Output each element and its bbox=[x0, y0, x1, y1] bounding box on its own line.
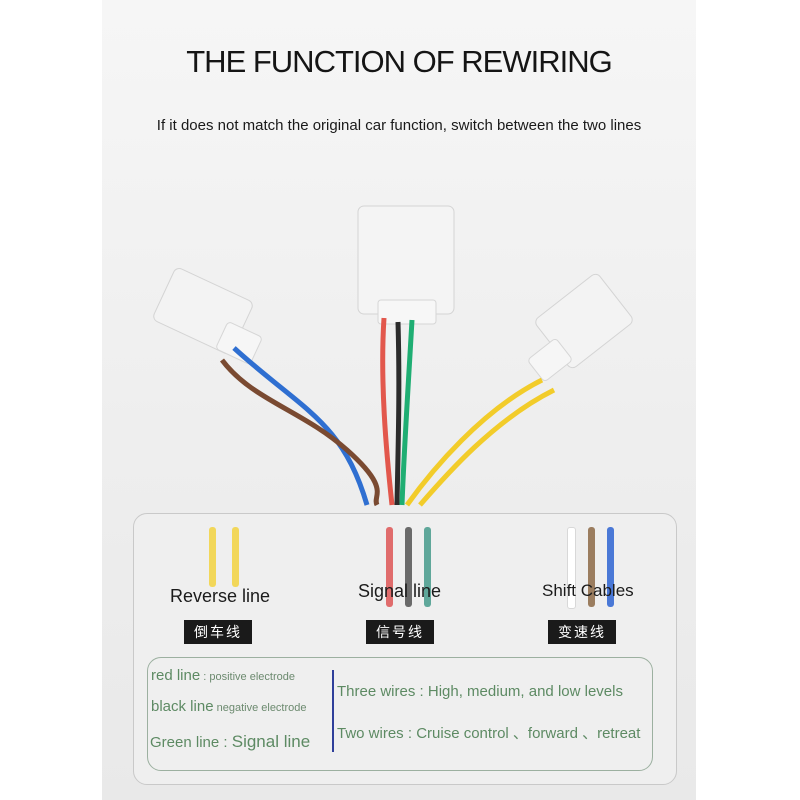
info-box bbox=[147, 657, 653, 771]
info-value: Signal line bbox=[231, 732, 311, 751]
signal-line-cn-tag: 信号线 bbox=[366, 620, 434, 644]
signal-line-swatch-green bbox=[424, 527, 431, 607]
reverse-line-label: Reverse line bbox=[170, 586, 271, 606]
info-key: Two wires bbox=[337, 725, 404, 742]
info-red-line: red line : positive electrode bbox=[151, 667, 295, 684]
info-value: positive electrode bbox=[209, 671, 295, 683]
shift-cable-swatch-blue bbox=[607, 527, 614, 607]
shift-cables-cn-tag: 变速线 bbox=[548, 620, 616, 644]
info-two-wires: Two wires : Cruise control 、forward 、ret… bbox=[337, 725, 641, 742]
info-key: Green line bbox=[150, 734, 220, 751]
reverse-line-swatch bbox=[232, 527, 239, 587]
left-connector bbox=[153, 268, 262, 364]
info-three-wires: Three wires : High, medium, and low leve… bbox=[337, 683, 623, 700]
page-subtitle: If it does not match the original car fu… bbox=[156, 117, 642, 134]
info-black-line: black line negative electrode bbox=[151, 698, 307, 716]
signal-line-swatch-red bbox=[386, 527, 393, 607]
page-title: THE FUNCTION OF REWIRING bbox=[186, 44, 612, 79]
shift-cables-label: Shift Cables bbox=[542, 581, 634, 600]
signal-line-swatch-black bbox=[405, 527, 412, 607]
info-value: High, medium, and low levels bbox=[427, 683, 623, 700]
reverse-line-cn-tag: 倒车线 bbox=[184, 620, 252, 644]
info-value: negative electrode bbox=[216, 702, 307, 714]
info-key: Three wires bbox=[337, 683, 416, 700]
reverse-line-swatch bbox=[209, 527, 216, 587]
wire-harness-image bbox=[153, 205, 633, 507]
shift-cable-swatch-brown bbox=[588, 527, 595, 607]
center-connector bbox=[357, 205, 455, 325]
signal-line-label: Signal line bbox=[358, 581, 442, 601]
info-key: red line bbox=[151, 667, 201, 684]
shift-cable-swatch-white bbox=[567, 527, 576, 609]
right-connector bbox=[528, 273, 633, 381]
info-key: black line bbox=[151, 698, 214, 715]
info-value: Cruise control 、forward 、retreat bbox=[416, 725, 641, 742]
info-green-line: Green line : Signal line bbox=[150, 732, 311, 751]
info-divider bbox=[332, 670, 334, 752]
